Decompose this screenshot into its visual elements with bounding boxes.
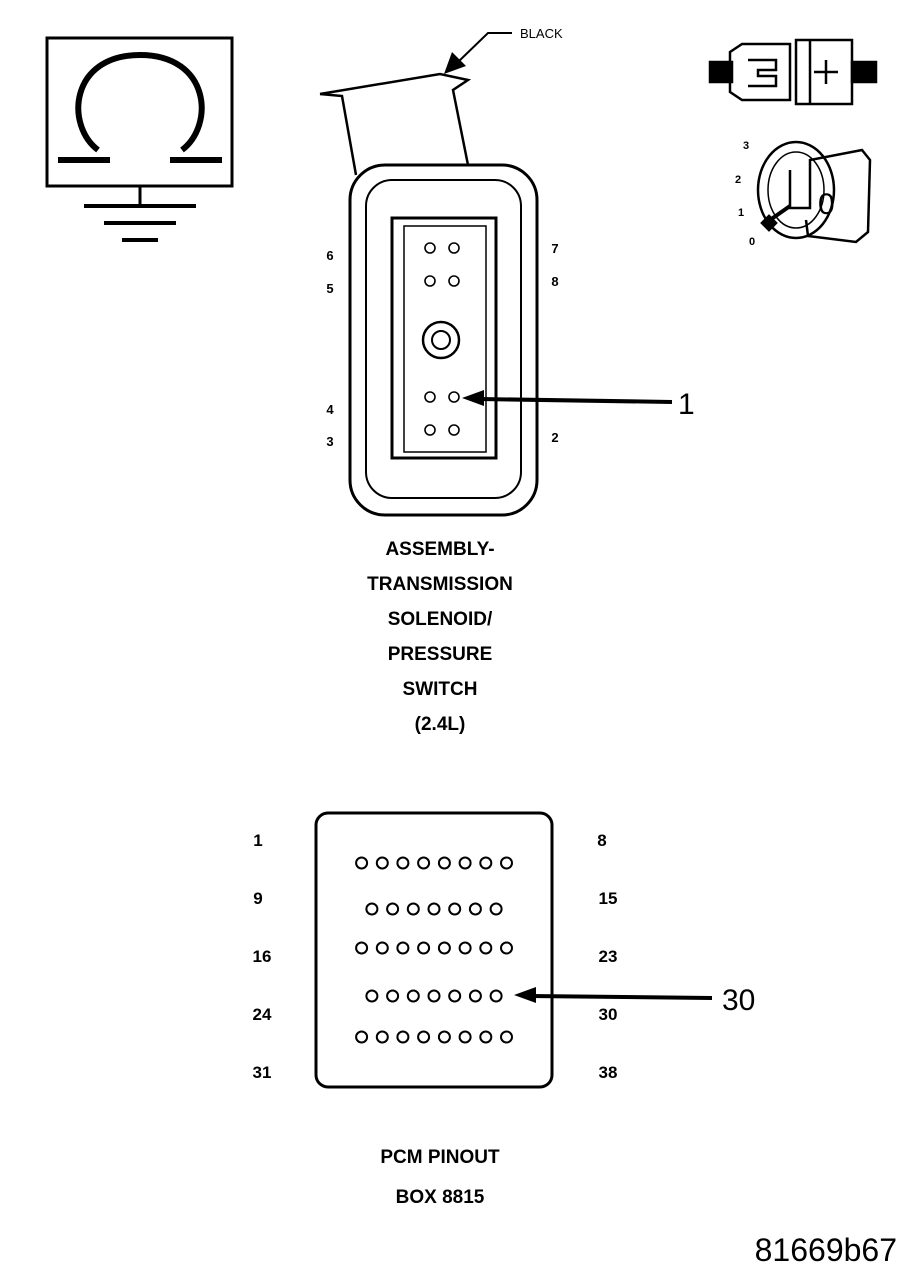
solenoid-pin-labels-left: 6 5 4 3 [326, 248, 334, 449]
pcm-pin [427, 902, 441, 916]
pcm-pin [458, 941, 472, 955]
row-label: 23 [599, 947, 618, 966]
ignition-position: 1 [738, 207, 744, 219]
pin-label: 7 [551, 241, 558, 256]
pcm-callout-arrow: 30 [514, 984, 755, 1017]
ohmmeter-icon [45, 36, 234, 188]
ignition-position: 3 [743, 140, 749, 152]
pcm-pin [448, 989, 462, 1003]
pcm-pin [365, 902, 379, 916]
pcm-pin [479, 941, 493, 955]
figure-id: 81669b67 [754, 1232, 897, 1268]
pcm-pin [365, 989, 379, 1003]
pcm-pin [396, 1030, 410, 1044]
row-label: 8 [597, 831, 606, 850]
ignition-position: 2 [735, 174, 741, 186]
pcm-row-labels-right: 8 15 23 30 38 [597, 831, 617, 1082]
caption-line: BOX 8815 [395, 1187, 485, 1208]
pcm-pin [396, 856, 410, 870]
solenoid-connector [319, 72, 539, 517]
row-label: 1 [253, 831, 262, 850]
pcm-pin [437, 856, 451, 870]
pcm-connector [314, 811, 554, 1089]
pcm-caption: PCM PINOUT BOX 8815 [330, 1138, 550, 1218]
pcm-pin [468, 902, 482, 916]
pcm-row-labels-left: 1 9 16 24 31 [253, 831, 272, 1082]
caption-line: (2.4L) [414, 714, 466, 735]
ignition-positions: 3 2 1 0 [735, 140, 755, 248]
caption-line: ASSEMBLY- [385, 539, 495, 560]
pcm-pin [355, 941, 369, 955]
row-label: 16 [253, 947, 272, 966]
pin-label: 4 [326, 402, 334, 417]
pcm-pin [479, 856, 493, 870]
solenoid-callout-label: 1 [678, 388, 695, 421]
caption-line: TRANSMISSION [367, 574, 513, 595]
pcm-pin [375, 1030, 389, 1044]
pin-label: 2 [551, 430, 558, 445]
pcm-pin [437, 941, 451, 955]
connector-icon [708, 38, 878, 106]
pcm-pin [406, 989, 420, 1003]
pcm-pin [500, 941, 513, 955]
pcm-pin [500, 856, 513, 870]
pcm-pin [396, 941, 410, 955]
pcm-pin [375, 856, 389, 870]
row-label: 15 [599, 889, 618, 908]
pin-label: 8 [551, 274, 558, 289]
solenoid-pin-labels-right: 7 8 2 [551, 241, 558, 445]
pin-label: 5 [326, 281, 333, 296]
caption-line: SWITCH [402, 679, 478, 700]
pcm-pin [489, 989, 503, 1003]
pcm-pin [437, 1030, 451, 1044]
pcm-pin [500, 1030, 513, 1044]
ground-icon [84, 186, 196, 242]
solenoid-callout-arrow: 1 [462, 388, 695, 421]
pcm-pin [417, 856, 431, 870]
wire-color-callout: BLACK [444, 26, 563, 74]
pcm-pin [386, 902, 400, 916]
row-label: 31 [253, 1063, 272, 1082]
pcm-pin [479, 1030, 493, 1044]
wire-color-label: BLACK [520, 26, 563, 41]
pcm-pin [468, 989, 482, 1003]
pcm-pin-grid [355, 856, 513, 1044]
caption-line: PCM PINOUT [380, 1147, 500, 1168]
pcm-pin [386, 989, 400, 1003]
key-label: 0 [818, 188, 835, 221]
pin-label: 3 [326, 434, 333, 449]
pcm-pin [355, 1030, 369, 1044]
row-label: 9 [253, 889, 262, 908]
row-label: 30 [599, 1005, 618, 1024]
row-label: 38 [599, 1063, 618, 1082]
caption-line: PRESSURE [387, 644, 493, 665]
pcm-pin [355, 856, 369, 870]
pcm-pin [427, 989, 441, 1003]
pcm-pin [458, 1030, 472, 1044]
pcm-pin [489, 902, 503, 916]
pin-label: 6 [326, 248, 333, 263]
pcm-pin [417, 1030, 431, 1044]
ignition-position: 0 [749, 236, 755, 248]
row-label: 24 [253, 1005, 272, 1024]
pcm-pin [406, 902, 420, 916]
ignition-key-icon: 0 [756, 140, 872, 244]
pcm-callout-label: 30 [722, 984, 755, 1017]
solenoid-caption: ASSEMBLY- TRANSMISSION SOLENOID/ PRESSUR… [330, 532, 550, 742]
pcm-pin [448, 902, 462, 916]
pcm-pin [458, 856, 472, 870]
pcm-pin [375, 941, 389, 955]
caption-line: SOLENOID/ [387, 609, 493, 630]
pcm-pin [417, 941, 431, 955]
solenoid-pin [424, 242, 460, 436]
